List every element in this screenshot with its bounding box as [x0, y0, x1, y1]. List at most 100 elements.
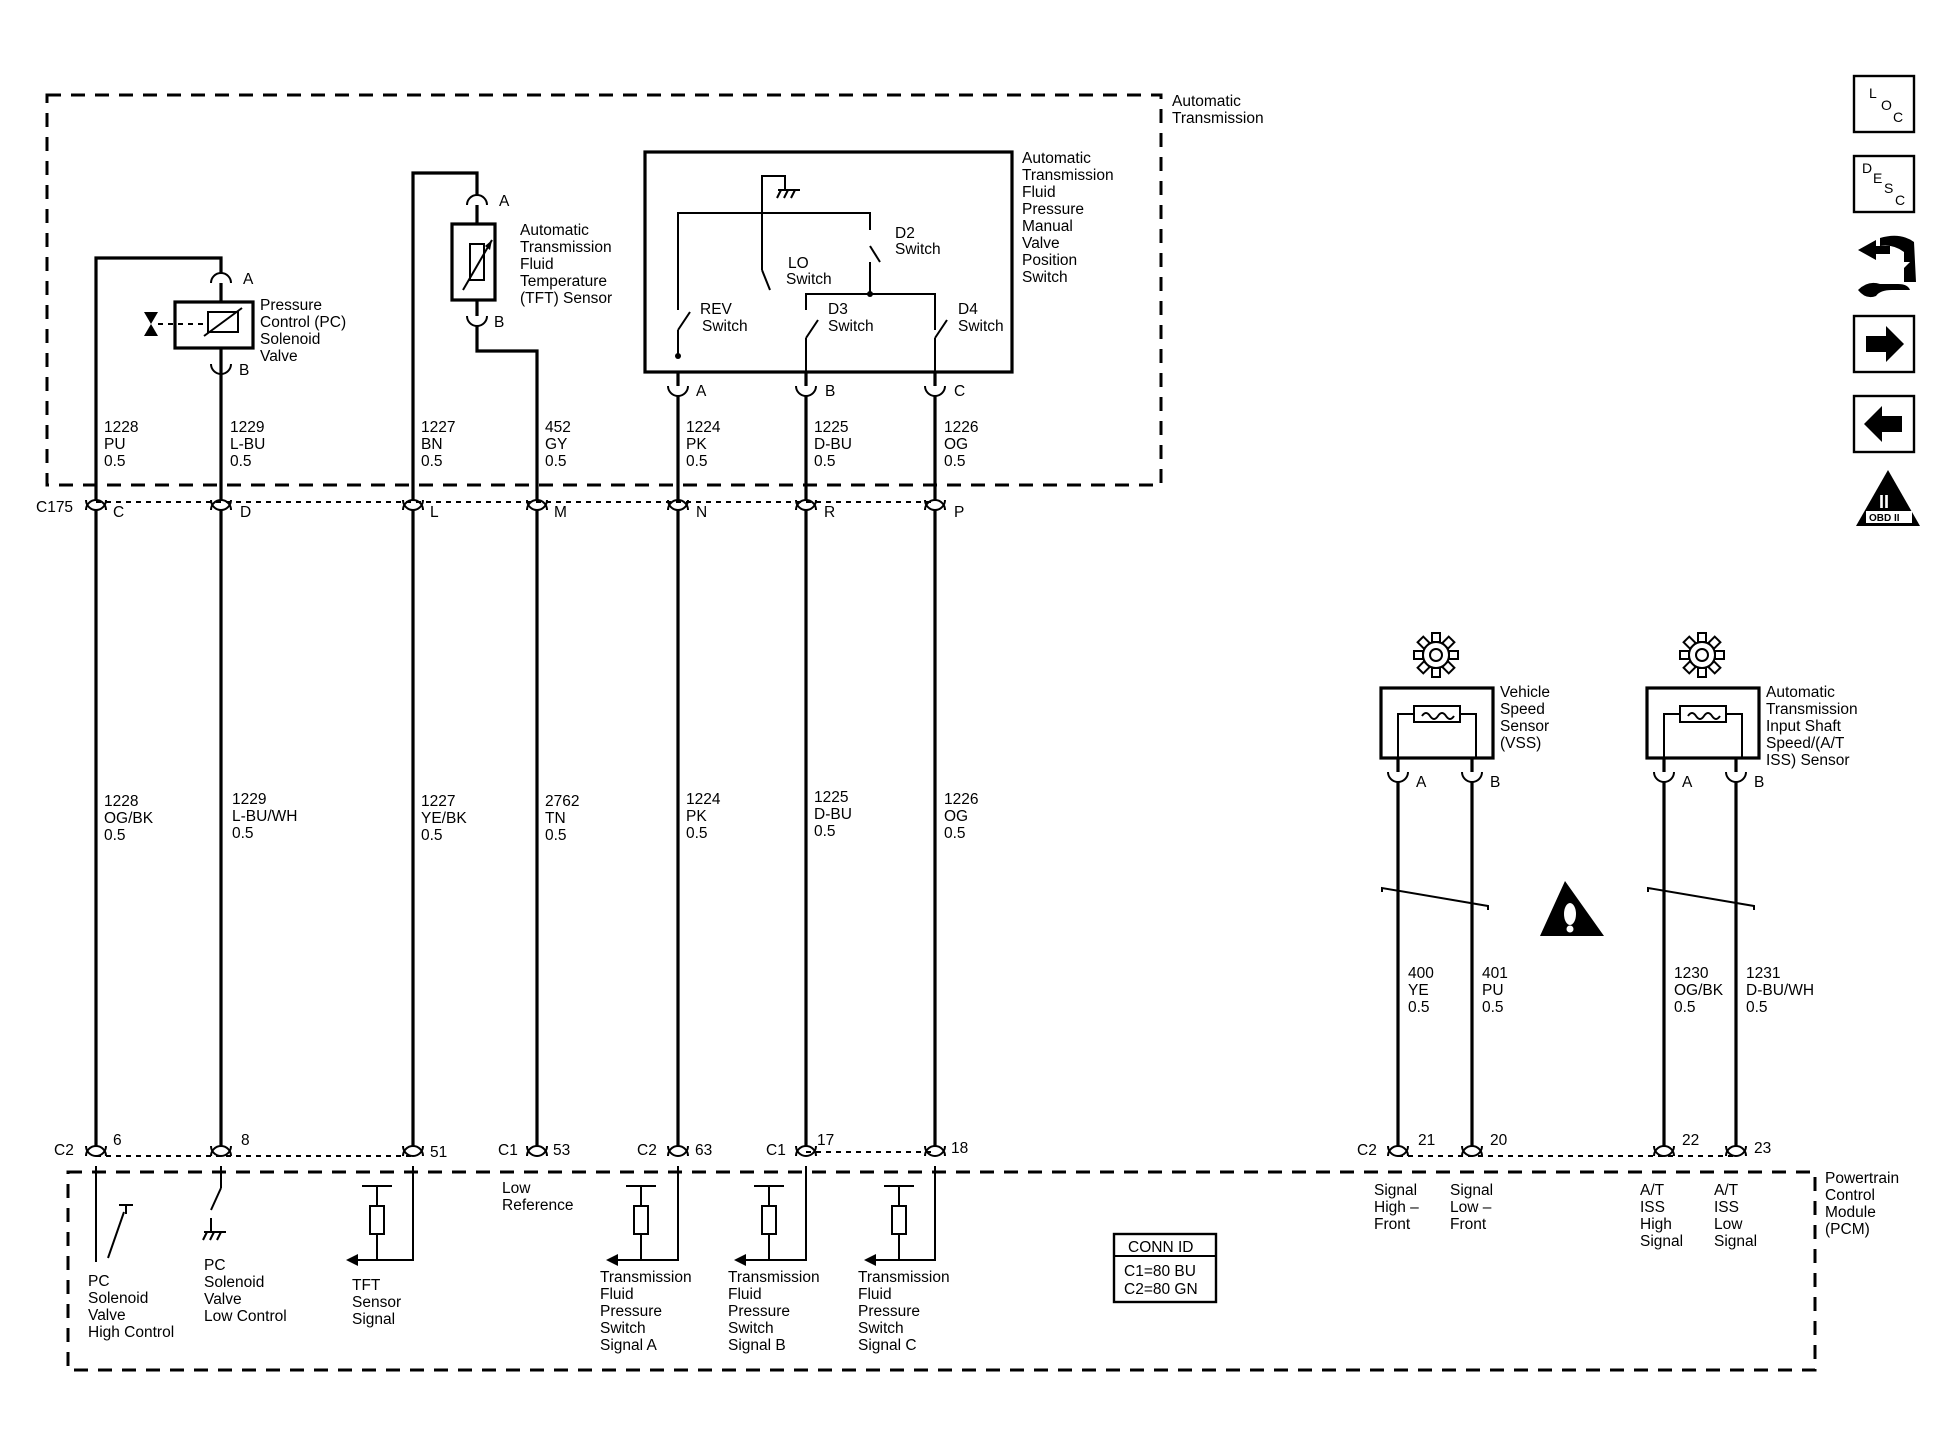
svg-text:C: C: [1895, 192, 1905, 208]
svg-text:OBD II: OBD II: [1869, 513, 1900, 524]
gear-icon: [1413, 632, 1459, 678]
svg-text:B: B: [1490, 774, 1500, 791]
svg-text:21: 21: [1418, 1132, 1435, 1149]
obd-ii-icon[interactable]: II OBD II: [1856, 470, 1920, 526]
svg-text:B: B: [239, 362, 249, 379]
svg-text:C2: C2: [54, 1142, 74, 1159]
svg-text:C: C: [1893, 109, 1903, 125]
svg-text:23: 23: [1754, 1140, 1771, 1157]
svg-text:51: 51: [430, 1144, 447, 1161]
svg-text:O: O: [1881, 97, 1892, 113]
svg-text:A: A: [1416, 774, 1427, 791]
svg-text:A: A: [499, 193, 510, 210]
connector-view-icon[interactable]: [1858, 235, 1916, 298]
automatic-transmission-boundary: [45, 93, 1163, 487]
svg-text:D2: D2: [895, 225, 915, 242]
svg-text:C2: C2: [637, 1142, 657, 1159]
next-arrow-icon[interactable]: [1852, 314, 1916, 374]
svg-text:A: A: [243, 271, 254, 288]
svg-text:63: 63: [695, 1142, 712, 1159]
svg-text:Switch: Switch: [702, 318, 748, 335]
svg-text:A: A: [696, 383, 707, 400]
desc-icon[interactable]: D E S C: [1852, 154, 1916, 214]
svg-text:L: L: [430, 504, 439, 521]
svg-text:CONN ID: CONN ID: [1128, 1239, 1193, 1256]
svg-text:D4: D4: [958, 301, 978, 318]
loc-icon[interactable]: L O C: [1852, 74, 1916, 134]
svg-text:D3: D3: [828, 301, 848, 318]
svg-text:C2: C2: [1357, 1142, 1377, 1159]
svg-text:D: D: [240, 504, 251, 521]
svg-text:REV: REV: [700, 301, 733, 318]
svg-text:C: C: [954, 383, 965, 400]
svg-text:P: P: [954, 504, 964, 521]
svg-text:S: S: [1884, 180, 1893, 196]
svg-text:II: II: [1879, 492, 1889, 512]
caution-icon: [1540, 881, 1604, 936]
harness-wires: [94, 510, 937, 1146]
svg-text:C1: C1: [498, 1142, 518, 1159]
svg-text:B: B: [494, 314, 504, 331]
svg-text:M: M: [554, 504, 567, 521]
svg-text:Switch: Switch: [786, 271, 832, 288]
svg-text:18: 18: [951, 1140, 968, 1157]
svg-text:A: A: [1682, 774, 1693, 791]
svg-text:Switch: Switch: [895, 241, 941, 258]
svg-text:20: 20: [1490, 1132, 1508, 1149]
valve-icon: [144, 312, 158, 324]
previous-arrow-icon[interactable]: [1852, 394, 1916, 454]
svg-text:C1=80 BU: C1=80 BU: [1124, 1263, 1196, 1280]
svg-text:Switch: Switch: [828, 318, 874, 335]
svg-text:LO: LO: [788, 255, 809, 272]
svg-text:6: 6: [113, 1132, 122, 1149]
svg-text:C2=80 GN: C2=80 GN: [1124, 1281, 1198, 1298]
svg-text:8: 8: [241, 1132, 250, 1149]
svg-text:C: C: [113, 504, 124, 521]
pcm-boundary: [66, 1170, 1817, 1372]
svg-text:N: N: [696, 504, 707, 521]
c175-connector: C175 C D L M N R P: [36, 499, 964, 521]
svg-text:C1: C1: [766, 1142, 786, 1159]
